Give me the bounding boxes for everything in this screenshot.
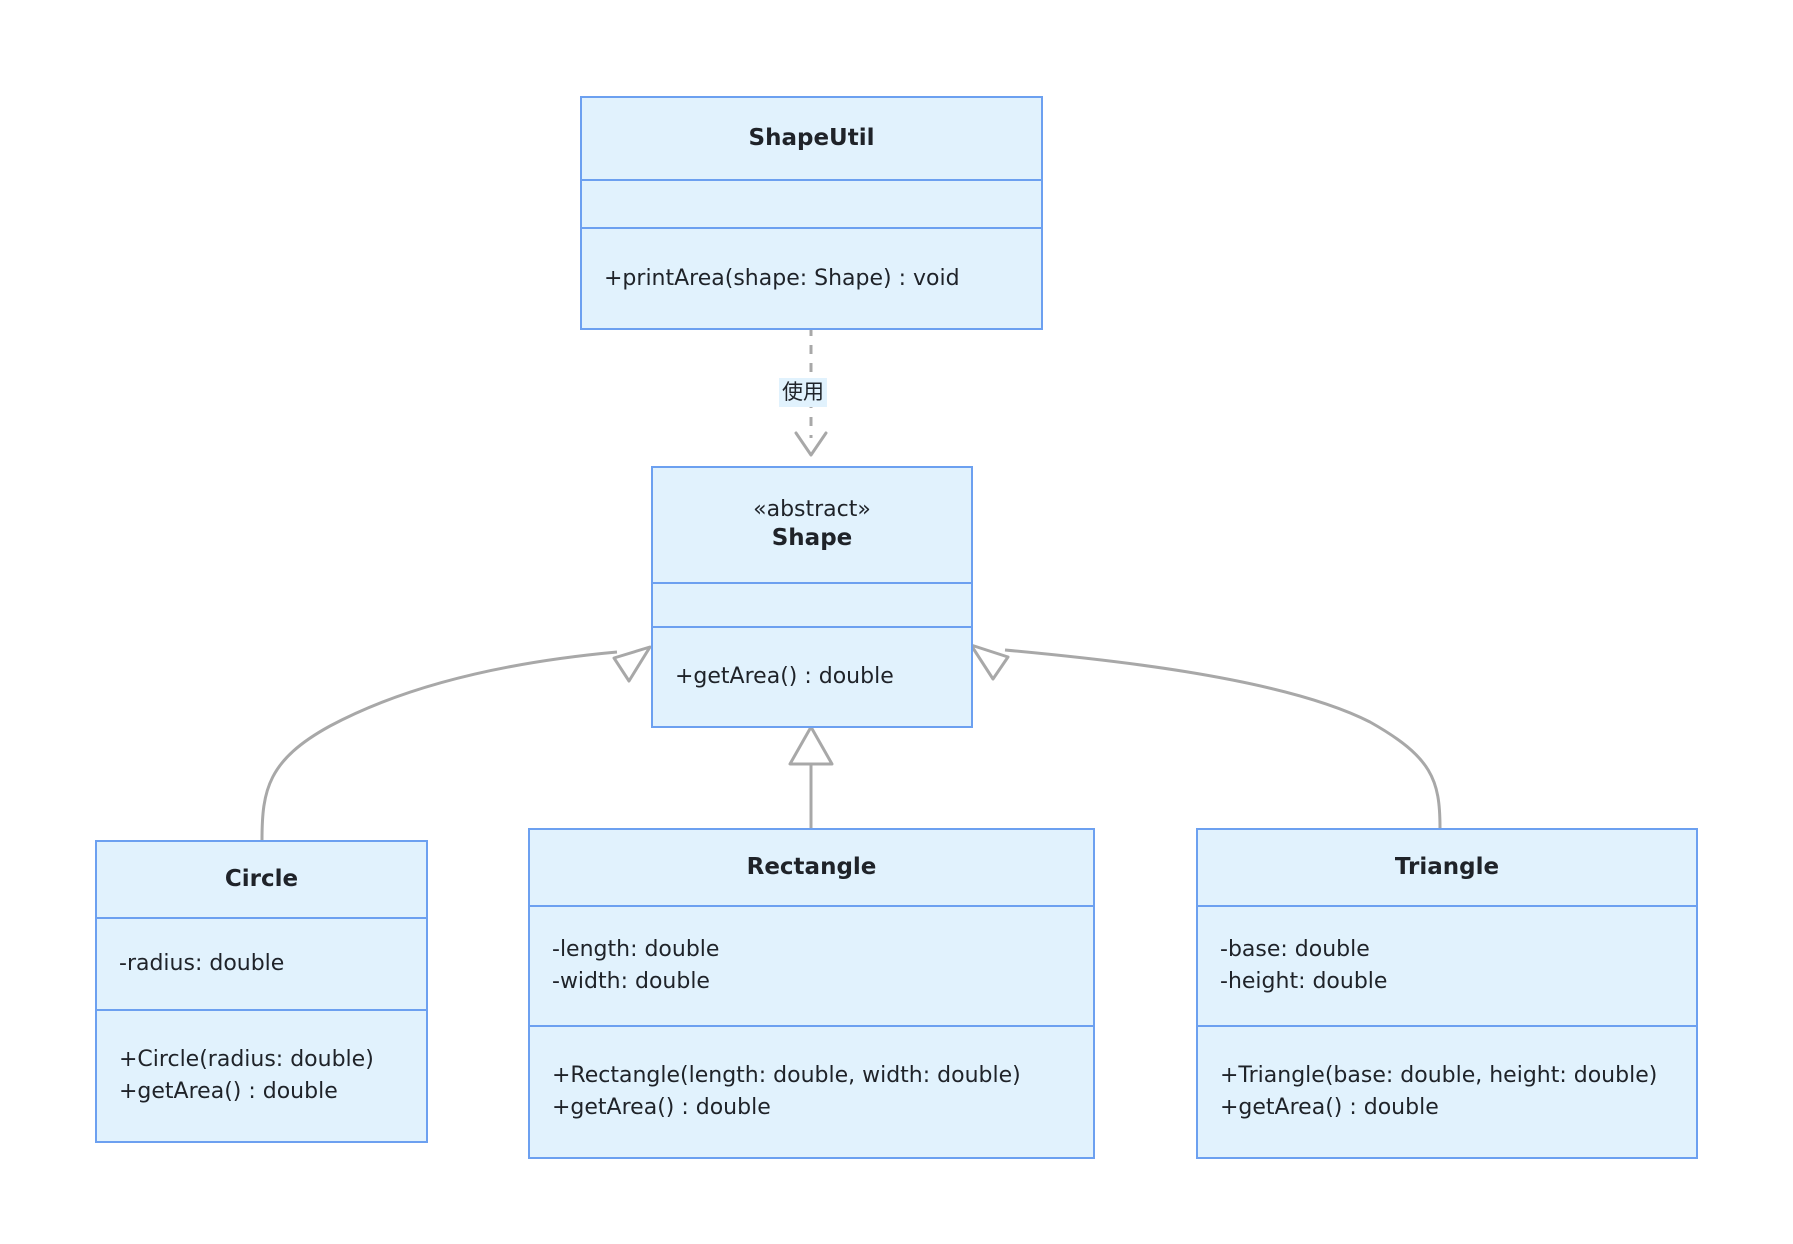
class-header-circle: Circle <box>97 842 426 917</box>
class-member: +Circle(radius: double) <box>119 1047 374 1072</box>
class-methods-shape: +getArea() : double <box>653 626 971 726</box>
class-node-triangle[interactable]: Triangle -base: double -height: double +… <box>1196 828 1698 1159</box>
class-node-rectangle[interactable]: Rectangle -length: double -width: double… <box>528 828 1095 1159</box>
class-member: -length: double <box>552 937 720 962</box>
class-methods-triangle: +Triangle(base: double, height: double) … <box>1198 1025 1696 1157</box>
class-header-shape: «abstract» Shape <box>653 468 971 582</box>
class-attributes-circle: -radius: double <box>97 917 426 1009</box>
class-methods-shapeutil: +printArea(shape: Shape) : void <box>582 227 1041 328</box>
class-header-triangle: Triangle <box>1198 830 1696 905</box>
class-member: -base: double <box>1220 937 1370 962</box>
class-attributes-rectangle: -length: double -width: double <box>530 905 1093 1025</box>
generalization-edge-rectangle-shape <box>788 725 834 828</box>
class-member: -width: double <box>552 969 710 994</box>
class-name-shape: Shape <box>771 524 853 551</box>
class-member: +printArea(shape: Shape) : void <box>604 265 960 291</box>
generalization-line-triangle <box>1004 648 1442 829</box>
class-attributes-shapeutil <box>582 179 1041 227</box>
class-attributes-shape <box>653 582 971 626</box>
class-member: +getArea() : double <box>119 1079 338 1104</box>
class-member: -height: double <box>1220 969 1388 994</box>
class-attributes-triangle: -base: double -height: double <box>1198 905 1696 1025</box>
edge-label-dependency: 使用 <box>779 378 827 408</box>
class-member: +Rectangle(length: double, width: double… <box>552 1063 1021 1088</box>
dependency-arrowhead <box>794 431 828 457</box>
generalization-edge-triangle-shape <box>969 643 1442 829</box>
generalization-arrowhead-circle <box>612 645 652 683</box>
class-member: +Triangle(base: double, height: double) <box>1220 1063 1658 1088</box>
generalization-edge-circle-shape <box>260 645 652 841</box>
class-member: +getArea() : double <box>675 664 894 689</box>
class-header-rectangle: Rectangle <box>530 830 1093 905</box>
class-member: +getArea() : double <box>552 1095 771 1120</box>
class-node-shapeutil[interactable]: ShapeUtil +printArea(shape: Shape) : voi… <box>580 96 1043 330</box>
generalization-line-circle <box>260 650 618 841</box>
class-stereotype-shape: «abstract» <box>753 497 871 523</box>
class-name-shapeutil: ShapeUtil <box>748 124 875 151</box>
class-name-triangle: Triangle <box>1394 853 1500 880</box>
class-methods-circle: +Circle(radius: double) +getArea() : dou… <box>97 1009 426 1141</box>
class-member: -radius: double <box>119 951 285 976</box>
class-name-circle: Circle <box>224 865 299 892</box>
generalization-arrowhead-triangle <box>969 643 1010 681</box>
class-methods-rectangle: +Rectangle(length: double, width: double… <box>530 1025 1093 1157</box>
class-node-shape[interactable]: «abstract» Shape +getArea() : double <box>651 466 973 728</box>
class-member: +getArea() : double <box>1220 1095 1439 1120</box>
generalization-arrowhead-rectangle <box>788 725 834 766</box>
class-name-rectangle: Rectangle <box>746 853 877 880</box>
class-header-shapeutil: ShapeUtil <box>582 98 1041 179</box>
class-node-circle[interactable]: Circle -radius: double +Circle(radius: d… <box>95 840 428 1143</box>
